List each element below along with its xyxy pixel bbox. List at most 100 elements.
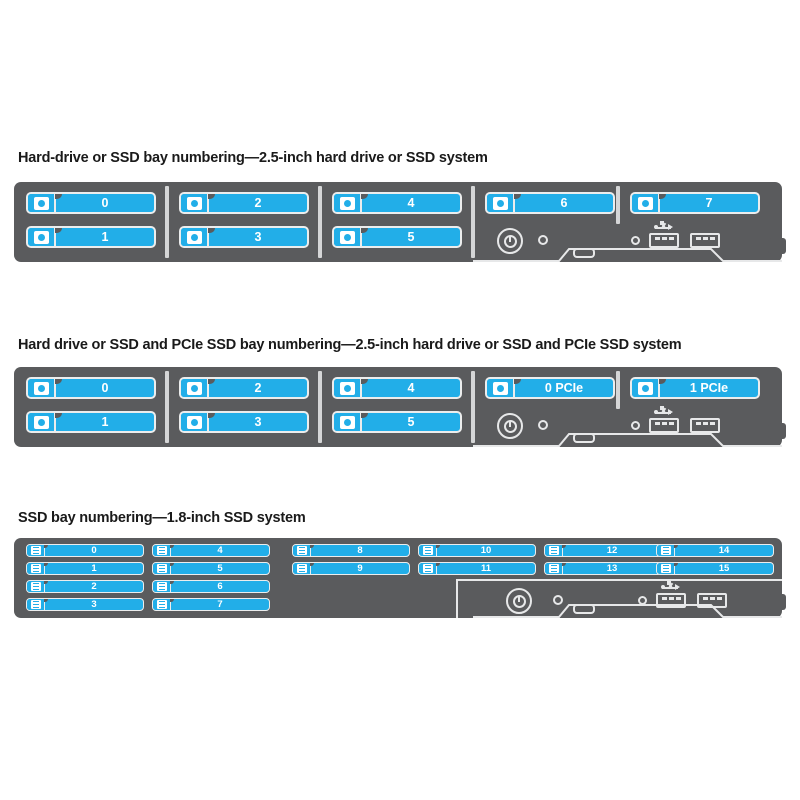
drive-bay-label: 6 — [170, 581, 269, 592]
drive-latch-icon[interactable] — [419, 545, 437, 556]
drive-bay-3[interactable]: 3 — [179, 411, 309, 433]
ssd-bay-12[interactable]: 12 — [544, 544, 662, 557]
drive-bay-6[interactable]: 6 — [485, 192, 615, 214]
ssd-bay-6[interactable]: 6 — [152, 580, 270, 593]
bay-group-separator — [616, 371, 620, 409]
drive-latch-icon[interactable] — [27, 563, 45, 574]
drive-latch-icon[interactable] — [28, 413, 56, 431]
ssd-bay-3[interactable]: 3 — [26, 598, 144, 611]
drive-bay-3[interactable]: 3 — [179, 226, 309, 248]
drive-bay-4[interactable]: 4 — [332, 377, 462, 399]
ssd-bay-7[interactable]: 7 — [152, 598, 270, 611]
ssd-bay-5[interactable]: 5 — [152, 562, 270, 575]
drive-bay-5[interactable]: 5 — [332, 411, 462, 433]
usb-icon — [654, 221, 673, 232]
drive-latch-icon[interactable] — [334, 228, 362, 246]
rack-ear-right — [768, 423, 786, 439]
bay-group-separator — [616, 186, 620, 224]
drive-latch-icon[interactable] — [153, 581, 171, 592]
drive-latch-icon[interactable] — [181, 379, 209, 397]
usb-port-1[interactable] — [649, 233, 679, 248]
video-connector-icon[interactable] — [573, 433, 595, 443]
chassis-1-8-inch: 0 1 2 3 4 5 — [14, 538, 782, 618]
drive-bay-2[interactable]: 2 — [179, 192, 309, 214]
drive-latch-icon[interactable] — [657, 545, 675, 556]
drive-bay-label: 8 — [310, 545, 409, 556]
control-panel-outline-icon — [456, 579, 782, 618]
drive-latch-icon[interactable] — [293, 563, 311, 574]
drive-bay-2[interactable]: 2 — [179, 377, 309, 399]
drive-bay-0-pcie[interactable]: 0 PCIe — [485, 377, 615, 399]
drive-bay-label: 0 PCIe — [514, 379, 613, 397]
ssd-bay-9[interactable]: 9 — [292, 562, 410, 575]
drive-bay-label: 7 — [170, 599, 269, 610]
drive-bay-1[interactable]: 1 — [26, 226, 156, 248]
drive-latch-icon[interactable] — [419, 563, 437, 574]
drive-bay-0[interactable]: 0 — [26, 192, 156, 214]
drive-bay-label: 0 — [44, 545, 143, 556]
video-connector-icon[interactable] — [573, 248, 595, 258]
usb-port-2[interactable] — [690, 418, 720, 433]
drive-bay-1[interactable]: 1 — [26, 411, 156, 433]
drive-latch-icon[interactable] — [27, 599, 45, 610]
drive-bay-label: 5 — [170, 563, 269, 574]
ssd-bay-8[interactable]: 8 — [292, 544, 410, 557]
status-led-icon — [538, 420, 548, 430]
video-connector-icon[interactable] — [573, 604, 595, 614]
drive-latch-icon[interactable] — [487, 379, 515, 397]
drive-bay-label: 0 — [55, 194, 154, 212]
bay-group-separator — [165, 371, 169, 443]
ssd-bay-1[interactable]: 1 — [26, 562, 144, 575]
drive-latch-icon[interactable] — [632, 194, 660, 212]
drive-latch-icon[interactable] — [27, 545, 45, 556]
drive-latch-icon[interactable] — [334, 194, 362, 212]
ssd-bay-14[interactable]: 14 — [656, 544, 774, 557]
front-bezel — [473, 248, 782, 262]
ssd-bay-4[interactable]: 4 — [152, 544, 270, 557]
drive-bay-5[interactable]: 5 — [332, 226, 462, 248]
drive-latch-icon[interactable] — [28, 194, 56, 212]
control-panel — [14, 367, 782, 447]
drive-latch-icon[interactable] — [293, 545, 311, 556]
drive-latch-icon[interactable] — [153, 599, 171, 610]
drive-bay-label: 2 — [44, 581, 143, 592]
power-button-icon[interactable] — [497, 228, 523, 254]
usb-port-1[interactable] — [649, 418, 679, 433]
power-button-icon[interactable] — [497, 413, 523, 439]
ssd-bay-0[interactable]: 0 — [26, 544, 144, 557]
drive-bay-label: 10 — [436, 545, 535, 556]
control-panel — [14, 182, 782, 262]
drive-latch-icon[interactable] — [181, 194, 209, 212]
drive-latch-icon[interactable] — [28, 228, 56, 246]
drive-latch-icon[interactable] — [334, 413, 362, 431]
drive-bay-label: 4 — [361, 194, 460, 212]
drive-latch-icon[interactable] — [181, 228, 209, 246]
ssd-bay-11[interactable]: 11 — [418, 562, 536, 575]
bezel-outline-icon — [473, 604, 782, 618]
drive-latch-icon[interactable] — [545, 545, 563, 556]
power-button-icon[interactable] — [506, 588, 532, 614]
bezel-outline-icon — [473, 433, 782, 447]
drive-bay-4[interactable]: 4 — [332, 192, 462, 214]
drive-bay-7[interactable]: 7 — [630, 192, 760, 214]
drive-latch-icon[interactable] — [28, 379, 56, 397]
usb-port-2[interactable] — [690, 233, 720, 248]
system-id-led-icon — [631, 236, 640, 245]
drive-latch-icon[interactable] — [545, 563, 563, 574]
drive-latch-icon[interactable] — [153, 563, 171, 574]
ssd-bay-2[interactable]: 2 — [26, 580, 144, 593]
drive-latch-icon[interactable] — [632, 379, 660, 397]
drive-latch-icon[interactable] — [27, 581, 45, 592]
drive-bay-1-pcie[interactable]: 1 PCIe — [630, 377, 760, 399]
ssd-bay-10[interactable]: 10 — [418, 544, 536, 557]
drive-latch-icon[interactable] — [657, 563, 675, 574]
drive-latch-icon[interactable] — [487, 194, 515, 212]
drive-bay-0[interactable]: 0 — [26, 377, 156, 399]
drive-bay-label: 4 — [170, 545, 269, 556]
drive-latch-icon[interactable] — [153, 545, 171, 556]
drive-latch-icon[interactable] — [334, 379, 362, 397]
drive-latch-icon[interactable] — [181, 413, 209, 431]
status-led-icon — [538, 235, 548, 245]
ssd-bay-15[interactable]: 15 — [656, 562, 774, 575]
